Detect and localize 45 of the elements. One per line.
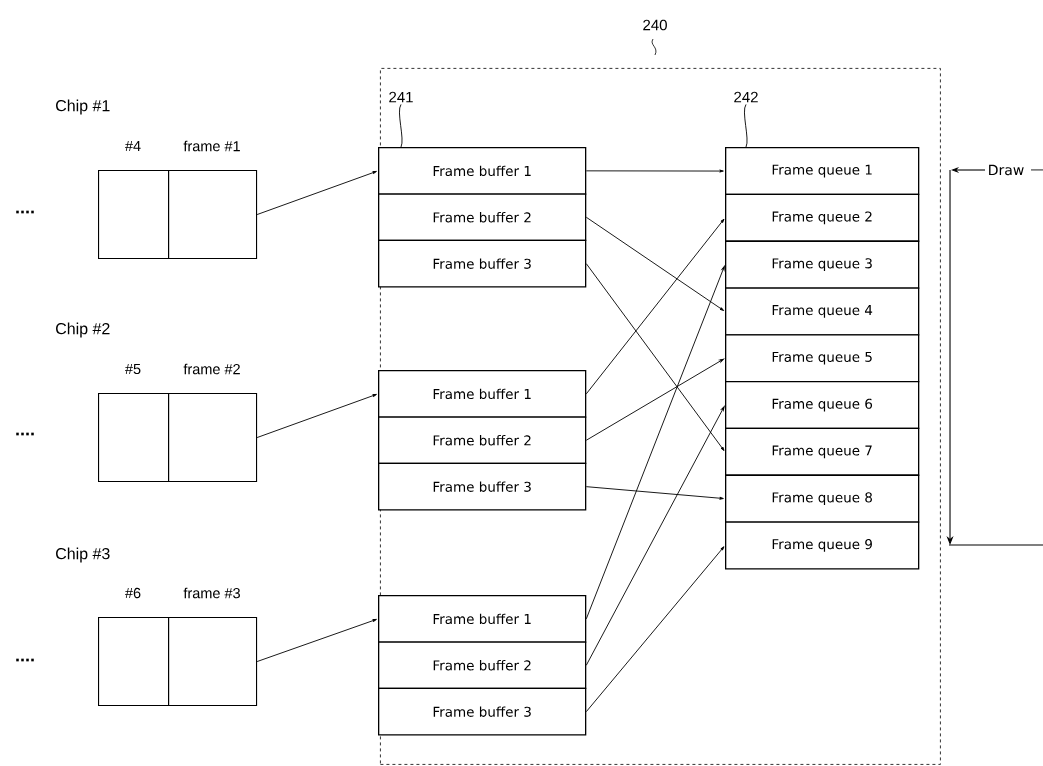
frame-queue-box: Frame queue 1 xyxy=(725,147,920,196)
frame-buffer-box: Frame buffer 3 xyxy=(378,239,587,288)
frame-buffer-box: Frame buffer 2 xyxy=(378,193,587,242)
pointer-label: Draw xyxy=(986,163,1026,177)
frame-queue-box: Frame queue 6 xyxy=(725,381,920,430)
frame-queue-box: Frame queue 7 xyxy=(725,427,920,476)
chip-label: Chip #2 xyxy=(56,322,110,338)
arrow xyxy=(585,406,725,666)
leader-line xyxy=(744,104,748,148)
frame-buffer-box: Frame buffer 2 xyxy=(378,641,587,690)
frame-queue-box: Frame queue 8 xyxy=(725,474,920,523)
frame-buffer-box: Frame buffer 1 xyxy=(378,147,587,195)
frame-buffer-box: Frame buffer 1 xyxy=(378,595,587,643)
callout-number: 241 xyxy=(389,91,413,103)
cell-heading: #4 xyxy=(125,141,141,151)
frame-queue-box: Frame queue 2 xyxy=(725,193,920,242)
arrow xyxy=(585,263,725,451)
chip-label: Chip #3 xyxy=(56,547,110,563)
arrow xyxy=(585,546,725,713)
arrow xyxy=(585,358,725,441)
arrow xyxy=(585,486,724,500)
frame-queue-box: Frame queue 3 xyxy=(725,240,920,289)
frame-buffer-box: Frame buffer 3 xyxy=(378,462,587,511)
arrow xyxy=(585,218,725,395)
arrow xyxy=(256,618,377,662)
arrow xyxy=(585,169,724,173)
arrow xyxy=(256,170,377,215)
callout-number: 242 xyxy=(734,91,758,103)
cell-heading: frame #3 xyxy=(183,587,240,599)
arrow xyxy=(585,265,725,620)
frame-queue-box: Frame queue 4 xyxy=(725,287,920,336)
frame-buffer-box: Frame buffer 1 xyxy=(378,370,587,418)
frame-queue-box: Frame queue 5 xyxy=(725,334,920,383)
frame-buffer-box: Frame buffer 2 xyxy=(378,416,587,465)
cell-heading: frame #2 xyxy=(183,363,240,375)
callout-number: 240 xyxy=(643,19,667,31)
leader-line xyxy=(399,104,403,148)
cell-heading: frame #1 xyxy=(183,140,240,152)
frame-buffer-box: Frame buffer 3 xyxy=(378,687,587,736)
arrow xyxy=(256,393,377,438)
arrow xyxy=(585,216,725,311)
cell-heading: #6 xyxy=(125,587,141,599)
chip-label: Chip #1 xyxy=(56,99,110,115)
frame-queue-box: Frame queue 9 xyxy=(725,521,920,570)
cell-heading: #5 xyxy=(125,363,141,375)
